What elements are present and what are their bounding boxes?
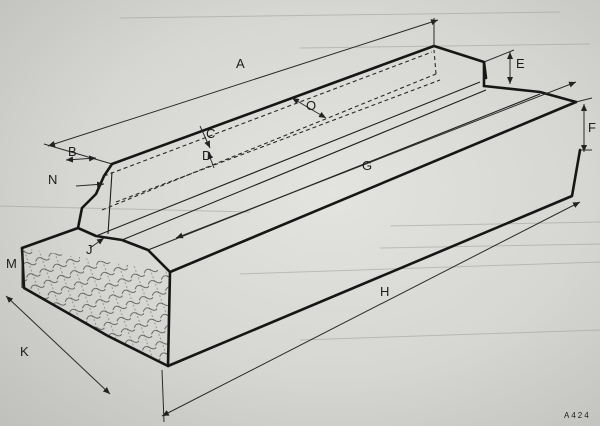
label-a: A	[236, 56, 245, 71]
dimension-labels: A B C D E F G H J K M N O A424	[6, 56, 596, 420]
label-o: O	[306, 98, 316, 113]
label-e: E	[516, 56, 525, 71]
label-g: G	[362, 158, 372, 173]
figure-reference: A424	[564, 411, 591, 420]
dimension-lines	[5, 18, 593, 423]
end-face-hatch	[22, 248, 170, 366]
label-d: D	[202, 148, 211, 163]
label-f: F	[588, 120, 596, 135]
label-h: H	[380, 284, 389, 299]
label-j: J	[86, 242, 93, 257]
label-n: N	[48, 172, 57, 187]
label-m: M	[6, 256, 17, 271]
label-b: B	[68, 144, 77, 159]
label-k: K	[20, 344, 29, 359]
label-c: C	[206, 126, 215, 141]
